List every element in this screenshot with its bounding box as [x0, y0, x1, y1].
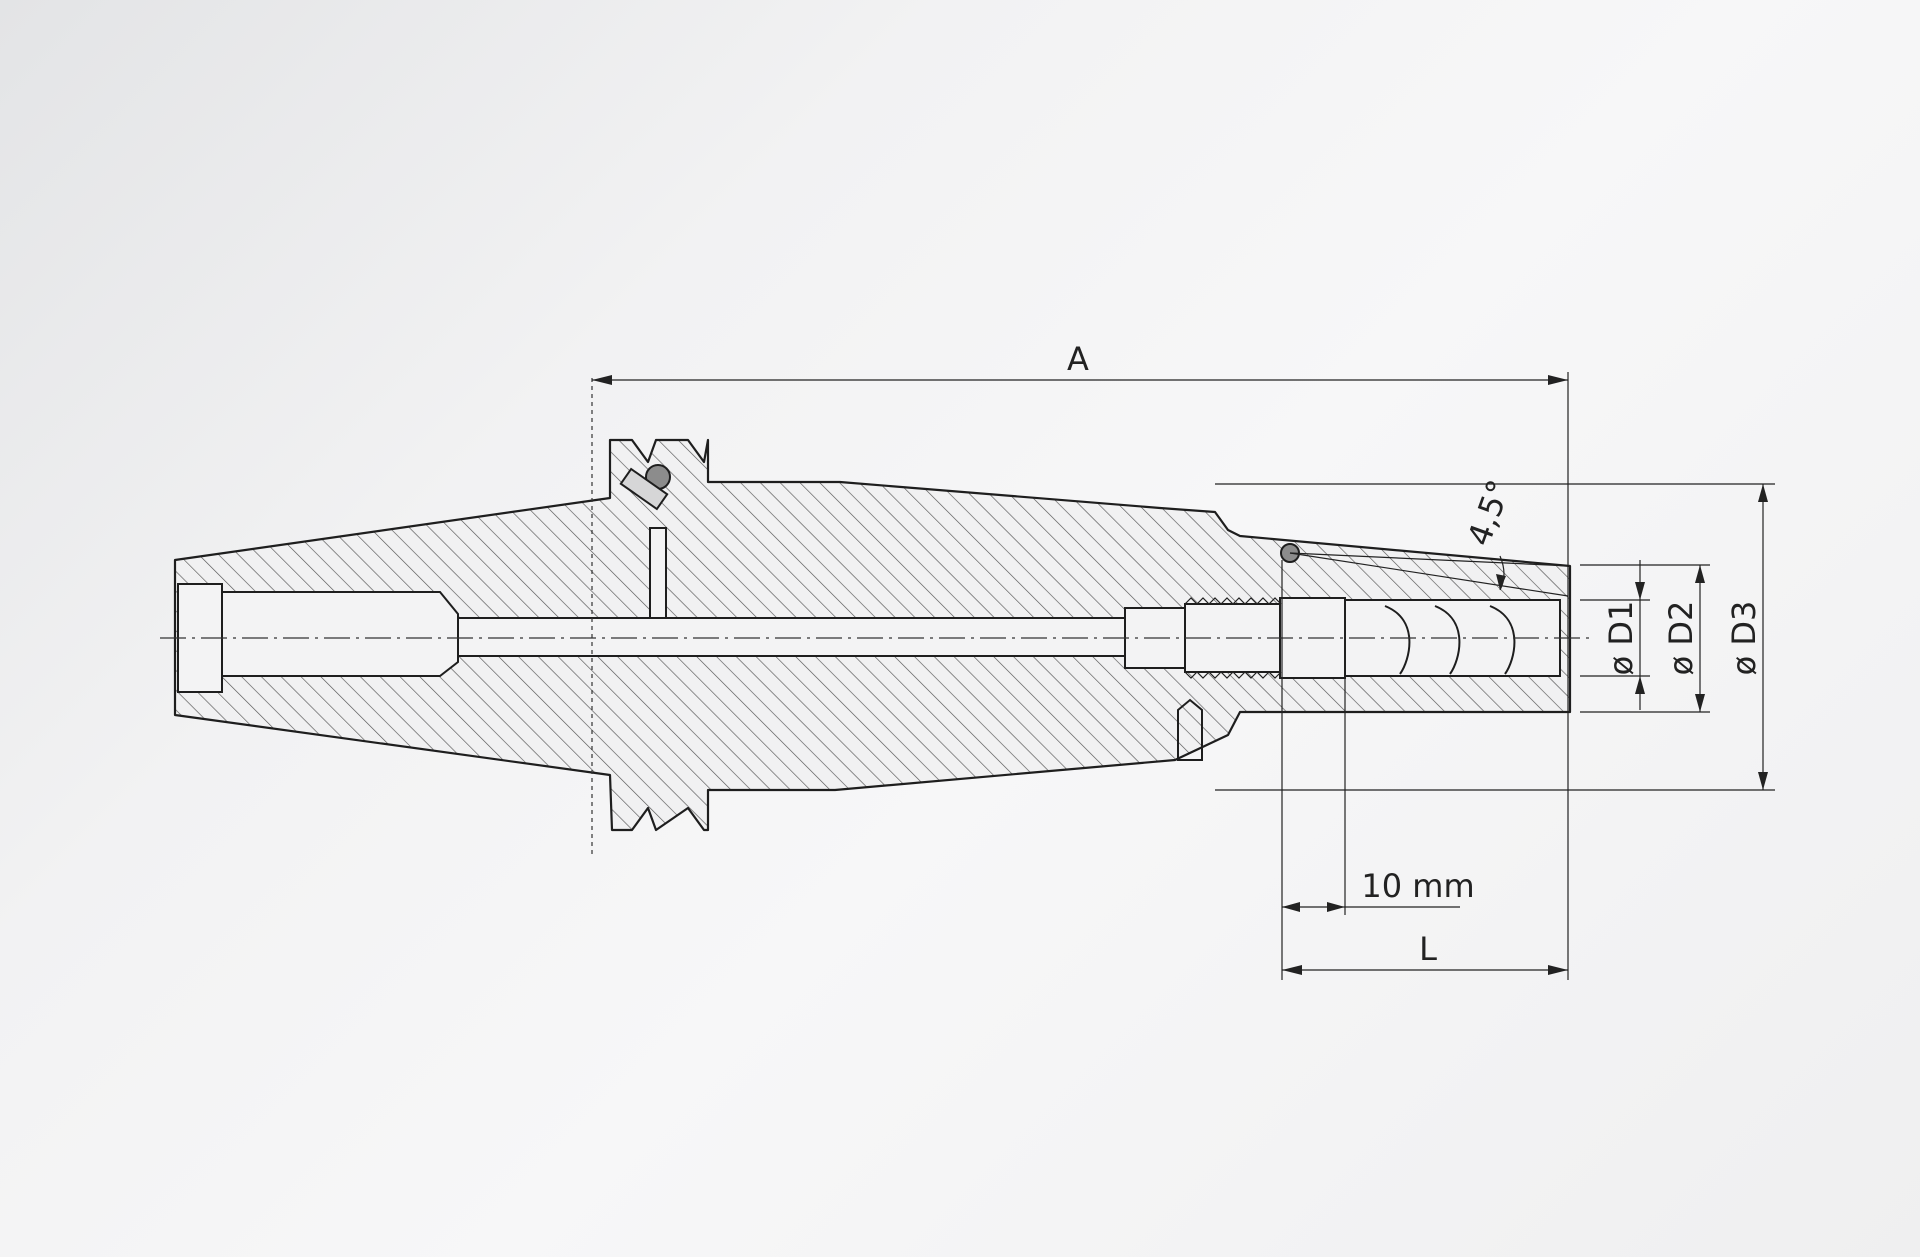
bottom-notch: [1177, 698, 1203, 761]
dimension-d1: [1635, 560, 1645, 710]
label-d3: ø D3: [1725, 601, 1763, 676]
dimension-a: [592, 372, 1569, 980]
label-l: L: [1419, 930, 1437, 968]
taper-bore: [177, 583, 223, 693]
inclined-screw: [619, 467, 669, 511]
dimension-l: [1282, 965, 1568, 975]
label-angle: 4,5°: [1460, 475, 1519, 551]
label-d2: ø D2: [1662, 601, 1700, 676]
spiral-grooves: [1384, 605, 1516, 675]
label-10mm: 10 mm: [1361, 867, 1474, 905]
label-a: A: [1067, 340, 1089, 378]
dimension-d3: [1758, 484, 1768, 790]
radial-channel: [649, 527, 667, 619]
angle-dimension: [1289, 552, 1571, 597]
coolant-channel: [457, 617, 1126, 657]
rear-bore: [221, 591, 459, 677]
dimension-10mm: [1281, 560, 1460, 980]
dimension-d2: [1695, 565, 1705, 712]
label-d1: ø D1: [1602, 601, 1640, 676]
diameter-extension-lines: [1215, 483, 1775, 791]
thread-teeth: [1184, 597, 1282, 679]
